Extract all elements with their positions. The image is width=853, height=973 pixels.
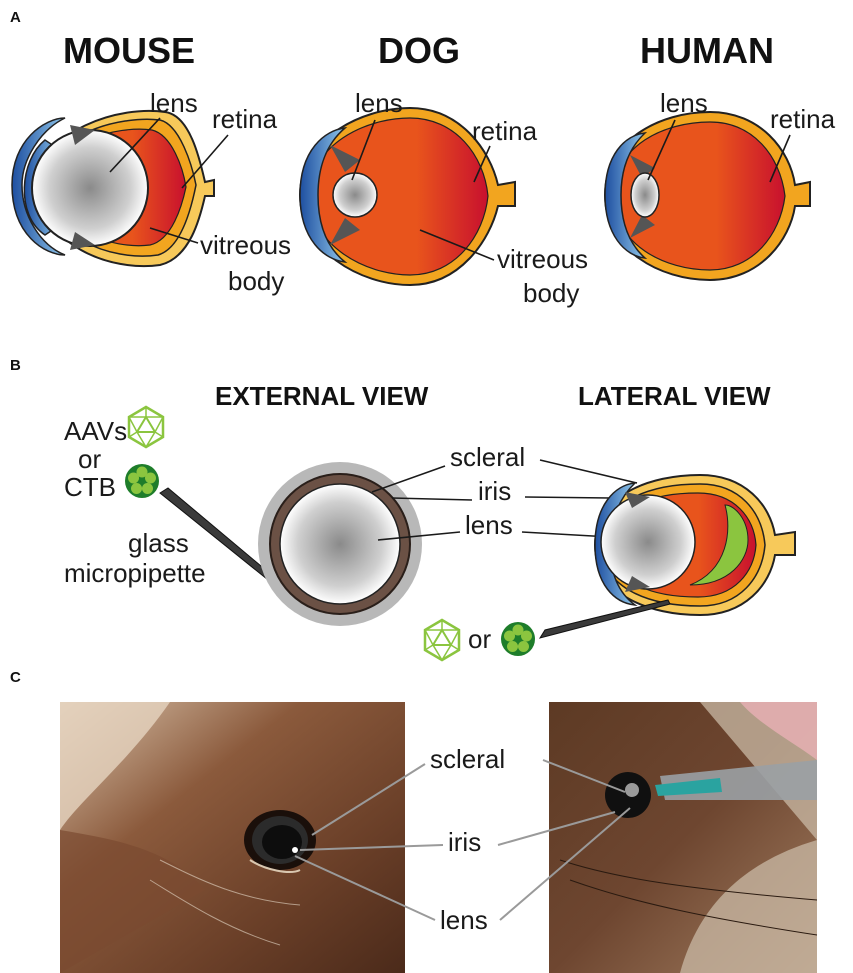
mouse-lens-label: lens [150,88,198,118]
human-eye-diagram [605,112,810,280]
panel-label-a: A [10,9,21,26]
ctb-label: CTB [64,472,116,502]
aav-virus-icon [129,407,163,447]
or-label-1: or [78,444,101,474]
human-title: HUMAN [640,30,774,71]
mouse-photo-left [60,702,405,973]
c-lens-label: lens [440,905,488,935]
ctb-pentamer-icon [125,464,159,498]
c-scleral-label: scleral [430,744,505,774]
lateral-view-title: LATERAL VIEW [578,381,771,411]
mouse-title: MOUSE [63,30,195,71]
ctb-pentamer-icon-small [501,622,535,656]
b-iris-label: iris [478,476,511,506]
dog-lens-label: lens [355,88,403,118]
mouse-eye-diagram [12,111,214,266]
dog-vitreous-label-1: vitreous [497,244,588,274]
pipette-label-1: glass [128,528,189,558]
mouse-vitreous-label-2: body [228,266,284,296]
c-iris-label: iris [448,827,481,857]
human-lens-label: lens [660,88,708,118]
dog-retina-label: retina [472,116,538,146]
panel-label-b: B [10,357,21,374]
b-lens-label: lens [465,510,513,540]
aav-virus-icon-small [425,620,459,660]
human-retina-label: retina [770,104,836,134]
dog-vitreous-label-2: body [523,278,579,308]
dog-title: DOG [378,30,460,71]
mouse-retina-label: retina [212,104,278,134]
mouse-vitreous-label-1: vitreous [200,230,291,260]
mouse-photo-right [549,702,817,973]
lateral-pipette-icon [540,600,670,638]
aavs-label: AAVs [64,416,127,446]
pipette-label-2: micropipette [64,558,206,588]
external-eye-diagram [258,462,422,626]
or-label-2: or [468,624,491,654]
b-scleral-label: scleral [450,442,525,472]
lateral-eye-diagram [595,475,795,615]
external-view-title: EXTERNAL VIEW [215,381,429,411]
panel-label-c: C [10,669,21,686]
